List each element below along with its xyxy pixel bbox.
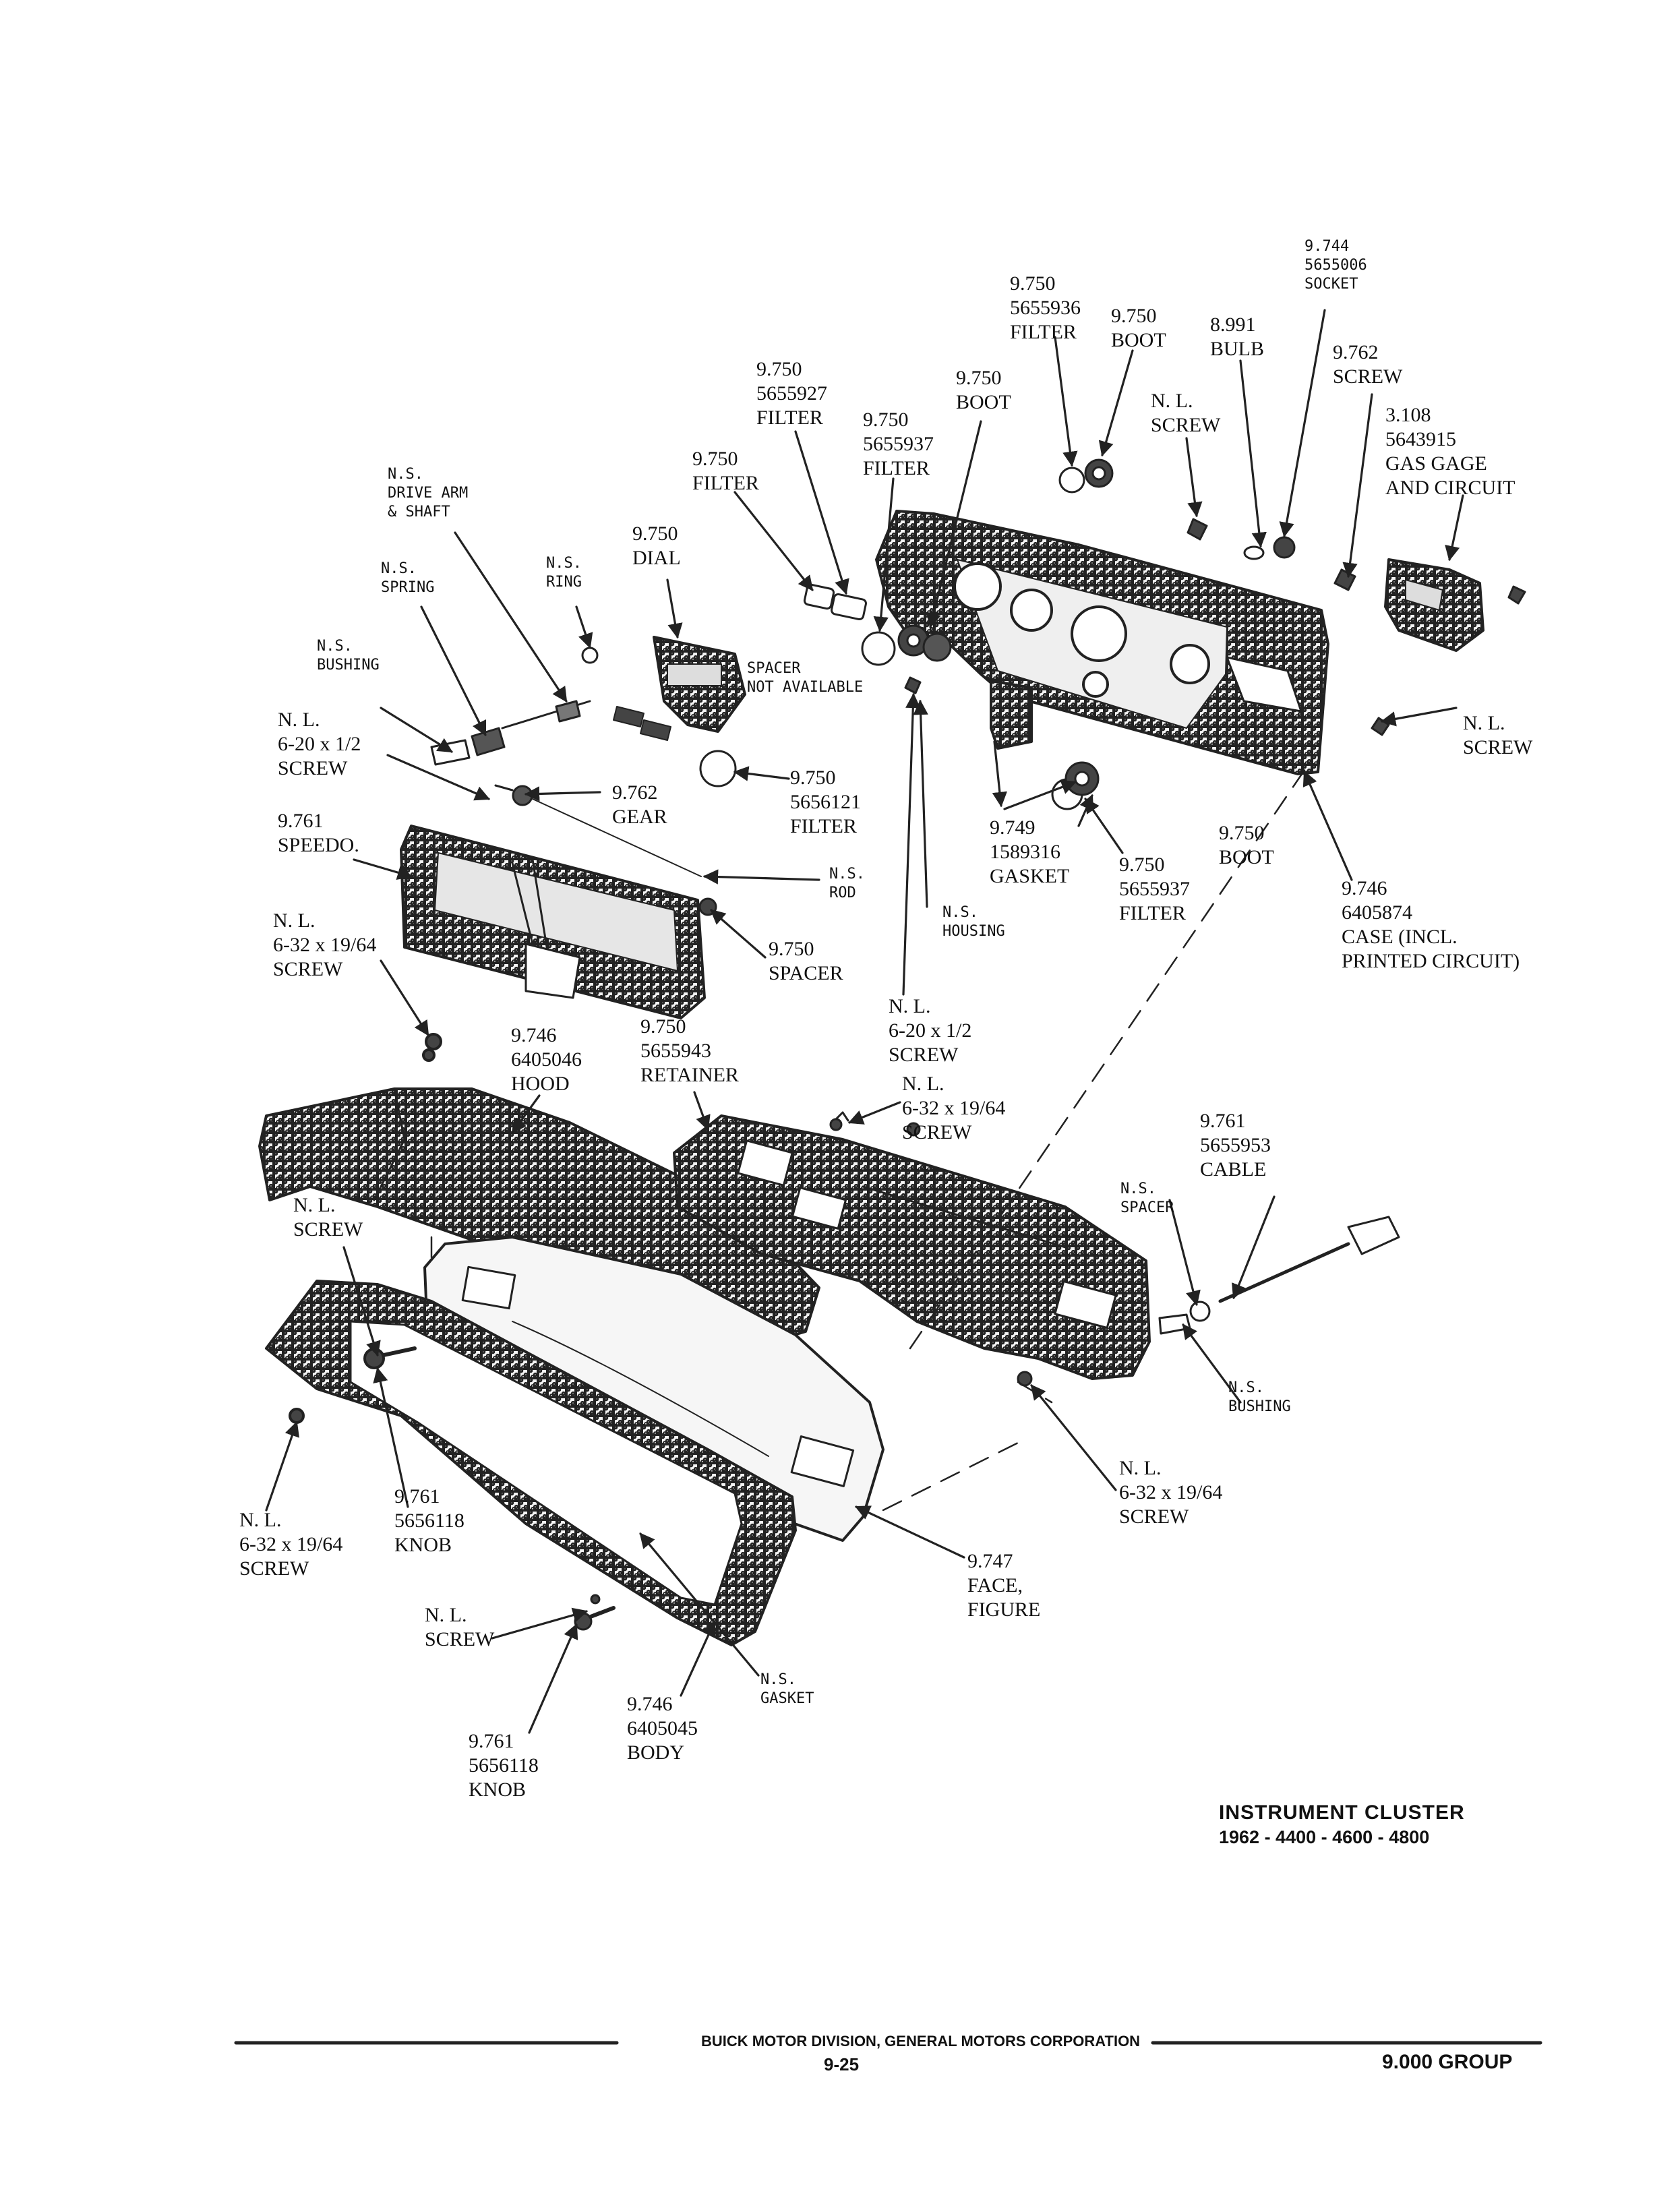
retainer-part xyxy=(673,1111,1151,1380)
callout-spacer-ns: N.S. SPACER xyxy=(1120,1181,1174,1216)
callout-knob-lower: 9.761 5656118 KNOB xyxy=(469,1730,539,1801)
callout-hood: 9.746 6405046 HOOD xyxy=(511,1024,582,1095)
callout-boot-upper: 9.750 BOOT xyxy=(956,367,1011,413)
callout-drive-arm: N.S. DRIVE ARM & SHAFT xyxy=(388,466,469,520)
callout-screw-9762-top: 9.762 SCREW xyxy=(1333,341,1403,388)
callout-filter-5656121: 9.750 5656121 FILTER xyxy=(790,767,861,837)
face-part xyxy=(423,1236,884,1542)
callout-ring: N.S. RING xyxy=(546,555,582,591)
callout-filter-9750: 9.750 FILTER xyxy=(692,448,759,494)
callout-nl-screw-right: N. L. SCREW xyxy=(1463,712,1533,758)
gas-gage-part xyxy=(1384,558,1484,652)
callout-speedo: 9.761 SPEEDO. xyxy=(278,810,359,856)
callout-bushing-right: N.S. BUSHING xyxy=(1228,1379,1291,1415)
callout-filter-5655936: 9.750 5655936 FILTER xyxy=(1010,272,1081,343)
callout-filter-5655937-upper: 9.750 5655937 FILTER xyxy=(863,409,934,479)
callout-nl-screw-top: N. L. SCREW xyxy=(1151,390,1221,436)
upper-small-parts xyxy=(581,458,1526,810)
dial-part xyxy=(613,636,746,741)
callout-body: 9.746 6405045 BODY xyxy=(627,1693,698,1764)
callout-filter-5655927: 9.750 5655927 FILTER xyxy=(756,358,827,429)
callout-gasket-1589316: 9.749 1589316 GASKET xyxy=(990,816,1070,887)
callout-rod: N.S. ROD xyxy=(829,866,865,901)
callout-spacer-9750: 9.750 SPACER xyxy=(769,938,843,984)
callout-case: 9.746 6405874 CASE (INCL. PRINTED CIRCUI… xyxy=(1342,877,1520,972)
callout-bushing-left: N.S. BUSHING xyxy=(317,638,380,674)
callout-boot-top: 9.750 BOOT xyxy=(1111,305,1166,351)
footer-page-number: 9-25 xyxy=(824,2054,860,2074)
callout-boot-lower: 9.750 BOOT xyxy=(1219,822,1274,868)
callout-screw-6-32-mid: N. L. 6-32 x 19/64 SCREW xyxy=(902,1073,1006,1143)
callout-filter-5655937-lower: 9.750 5655937 FILTER xyxy=(1119,854,1190,924)
callout-gasket-ns: N.S. GASKET xyxy=(760,1671,814,1707)
callout-gear: 9.762 GEAR xyxy=(612,781,667,828)
callout-housing: N.S. HOUSING xyxy=(942,904,1005,940)
leader-lines xyxy=(265,309,1464,1734)
case-part xyxy=(875,510,1329,775)
callout-spacer-na: SPACER NOT AVAILABLE xyxy=(747,660,864,696)
footer-company: BUICK MOTOR DIVISION, GENERAL MOTORS COR… xyxy=(701,2033,1141,2050)
callout-screw-6-20-left: N. L. 6-20 x 1/2 SCREW xyxy=(278,709,361,779)
callout-knob-upper: 9.761 5656118 KNOB xyxy=(394,1485,464,1556)
callout-socket: 9.744 5655006 SOCKET xyxy=(1304,238,1367,293)
callout-screw-6-32-lower-left: N. L. 6-32 x 19/64 SCREW xyxy=(239,1509,343,1580)
callout-spring: N.S. SPRING xyxy=(381,560,435,596)
callout-nl-screw-mid-left: N. L. SCREW xyxy=(293,1194,363,1241)
callout-screw-6-32-right: N. L. 6-32 x 19/64 SCREW xyxy=(1119,1457,1223,1528)
diagram-subtitle: 1962 - 4400 - 4600 - 4800 xyxy=(1219,1827,1430,1847)
callout-bulb: 8.991 BULB xyxy=(1210,313,1265,360)
callout-screw-6-20-mid: N. L. 6-20 x 1/2 SCREW xyxy=(889,995,972,1066)
callout-dial: 9.750 DIAL xyxy=(632,522,681,569)
callout-nl-screw-bottom: N. L. SCREW xyxy=(425,1604,495,1650)
callout-screw-6-32-left: N. L. 6-32 x 19/64 SCREW xyxy=(273,909,377,980)
diagram-title: INSTRUMENT CLUSTER xyxy=(1219,1801,1465,1824)
speedo-part xyxy=(400,825,706,1019)
callout-face-figure: 9.747 FACE, FIGURE xyxy=(967,1550,1041,1621)
callout-retainer: 9.750 5655943 RETAINER xyxy=(640,1015,739,1086)
callout-cable: 9.761 5655953 CABLE xyxy=(1200,1110,1271,1181)
callout-gas-gage: 3.108 5643915 GAS GAGE AND CIRCUIT xyxy=(1385,404,1516,499)
footer-group: 9.000 GROUP xyxy=(1382,2051,1513,2073)
